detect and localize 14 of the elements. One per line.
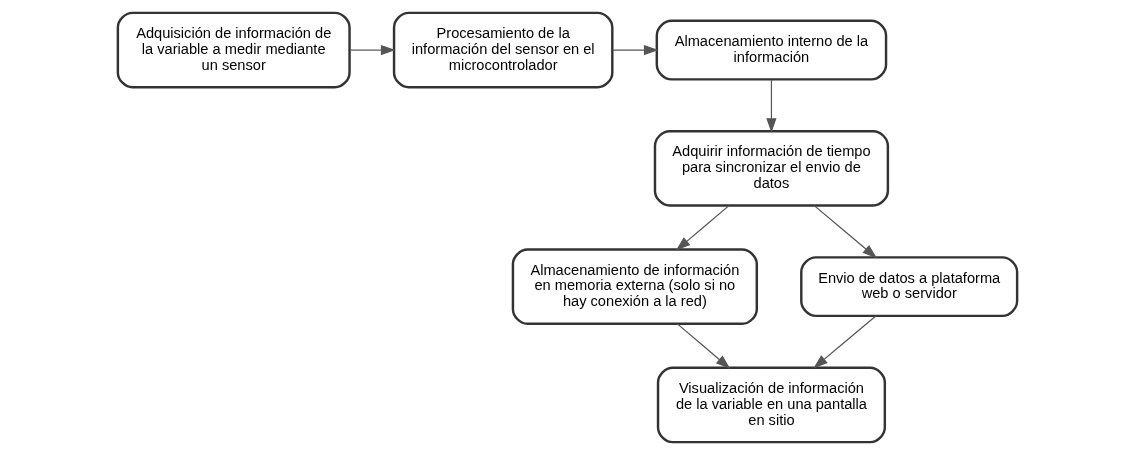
arrow (813, 205, 877, 259)
arrow (676, 323, 730, 369)
node-box: Adquirir información de tiempo para sincronizar el envio de datos (653, 129, 889, 207)
node-box: Visualización de información de la variable en una pantalla en sitio (656, 366, 886, 444)
arrow (765, 79, 777, 133)
arrow (611, 44, 659, 56)
arrow (812, 315, 876, 369)
arrow (348, 44, 396, 56)
node-box: Almacenamiento de información en memoria externa (solo si no hay conexión a la red) (511, 248, 758, 326)
node-box: Envio de datos a plataforma web o servidor (799, 256, 1018, 318)
arrow (675, 205, 730, 251)
node-box: Almacenamiento interno de la información (655, 19, 887, 81)
node-box: Procesamiento de la información del sensor en el microcontrolador (392, 11, 614, 89)
node-box: Adquisición de información de la variable a medir mediante un sensor (116, 11, 351, 89)
